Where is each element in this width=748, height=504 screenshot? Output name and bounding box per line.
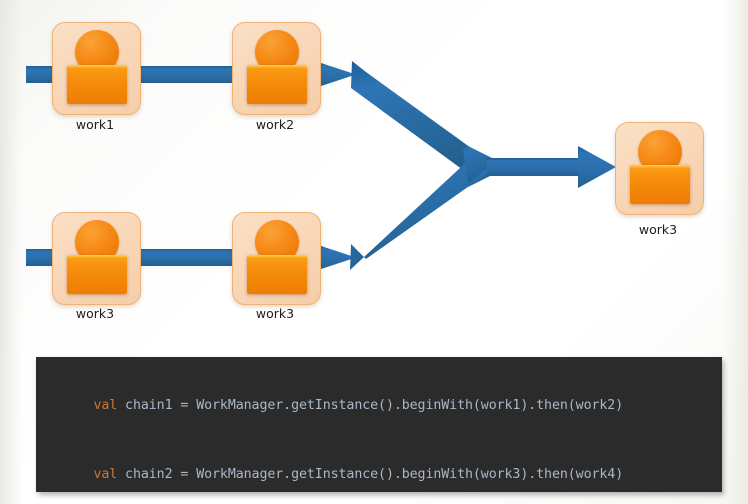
code-line: val chain2 = WorkManager.getInstance().b… (46, 440, 722, 492)
node-label-work2: work2 (255, 117, 295, 132)
edge-work3-work3 (130, 249, 242, 266)
person-body-icon (246, 65, 307, 104)
node-label-work3-lower-middle: work3 (255, 306, 295, 321)
person-body-icon (629, 165, 690, 204)
edge-entry-top (26, 66, 60, 83)
edge-entry-bottom (26, 249, 60, 266)
node-work3-lower-middle[interactable] (232, 212, 321, 305)
node-label-work3-lower-left: work3 (75, 306, 115, 321)
node-label-work3-merged: work3 (638, 222, 678, 237)
node-label-work1: work1 (75, 117, 115, 132)
arrow-connectors (26, 61, 616, 270)
code-text: chain2 = WorkManager.getInstance().begin… (117, 467, 624, 482)
node-work3-lower-left[interactable] (52, 212, 141, 305)
code-keyword: val (93, 467, 118, 482)
code-snippet-panel: val chain1 = WorkManager.getInstance().b… (36, 357, 722, 492)
code-text: chain1 = WorkManager.getInstance().begin… (117, 398, 624, 413)
code-keyword: val (93, 398, 118, 413)
node-work1[interactable] (52, 22, 141, 115)
edge-work1-work2 (130, 66, 242, 83)
person-body-icon (66, 65, 127, 104)
edge-work3-merge (318, 143, 496, 270)
workflow-diagram: work1 work2 work3 work3 work3 (26, 22, 704, 321)
person-body-icon (246, 255, 307, 294)
person-body-icon (66, 255, 127, 294)
code-line: val chain1 = WorkManager.getInstance().b… (46, 371, 722, 440)
node-work3-merged[interactable] (615, 122, 704, 215)
edge-merge-work3 (487, 146, 616, 188)
node-work2[interactable] (232, 22, 321, 115)
